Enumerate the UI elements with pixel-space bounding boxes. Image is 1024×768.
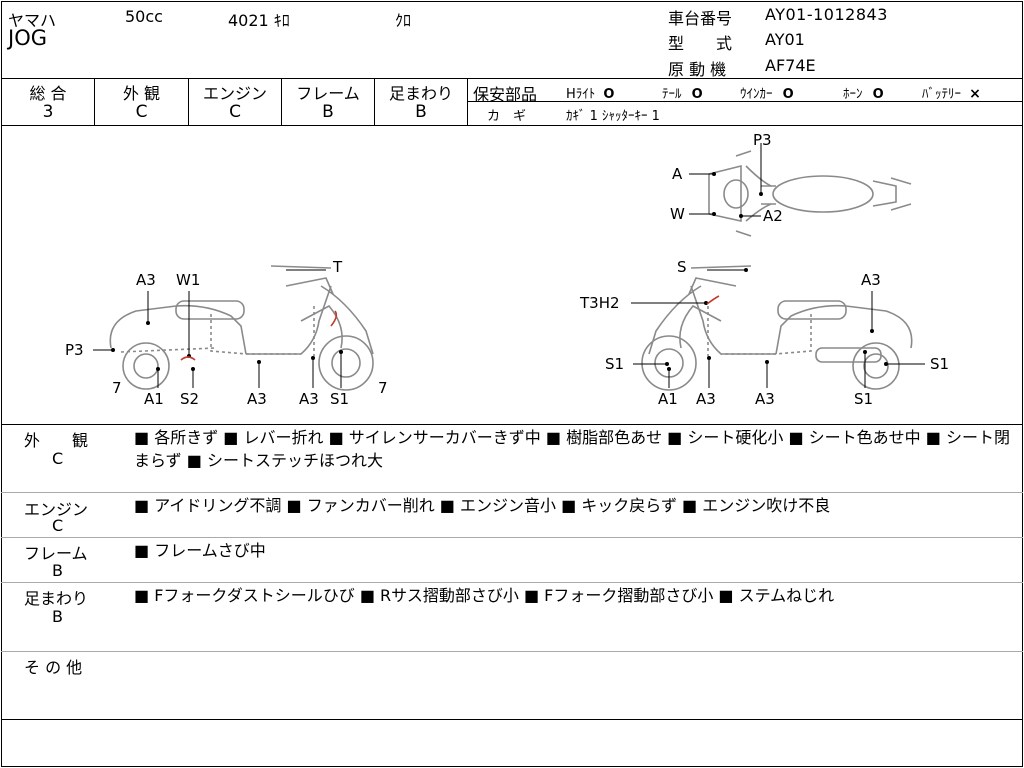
frame-no-label: 車台番号 (668, 9, 733, 28)
diagram-label: 7 (378, 379, 388, 397)
divider (188, 78, 189, 125)
mileage: 4021 ｷﾛ (228, 11, 290, 30)
grade-header-frame: フレーム (296, 84, 360, 103)
safety-item-label: ﾎｰﾝ (843, 87, 863, 102)
divider (1, 78, 1023, 79)
grade-exterior: C (135, 102, 148, 122)
detail-grade: B (52, 607, 63, 626)
detail-text: ■ 各所きず ■ レバー折れ ■ サイレンサーカバーきず中 ■ 樹脂部色あせ ■… (134, 428, 1010, 470)
divider (1, 582, 1023, 583)
detail-grade: C (52, 516, 64, 535)
safety-item-label: ｳｲﾝｶｰ (740, 87, 773, 102)
divider (1, 719, 1023, 720)
grade-frame: B (322, 102, 334, 122)
divider (1, 125, 1023, 126)
damage-diagram: A3 W1 T P3 7 A1 S2 A3 A3 S1 7 S A3 T3H2 … (65, 131, 949, 408)
divider (1, 651, 1023, 652)
detail-category: 足まわり (24, 589, 89, 608)
detail-text: ■ Fフォークダストシールひび ■ Rサス摺動部さび小 ■ Fフォーク摺動部さび… (134, 586, 835, 605)
safety-item-tail: ﾃｰﾙ O (662, 83, 703, 102)
grade-engine: C (229, 102, 241, 122)
safety-item-battery: ﾊﾞｯﾃﾘｰ × (922, 83, 981, 102)
diagram-label: A3 (861, 271, 881, 289)
detail-category: 外 観 (24, 431, 89, 450)
detail-text: ■ フレームさび中 (134, 541, 266, 560)
diagram-label: 7 (112, 379, 122, 397)
diagram-label: P3 (753, 131, 772, 149)
scooter-top-view (708, 150, 912, 237)
diagram-label: S1 (605, 355, 624, 373)
key-value: ｶｷﾞ 1 ｼｬｯﾀｰｷｰ 1 (566, 109, 660, 124)
safety-item-label: Hﾗｲﾄ (566, 87, 596, 102)
safety-item-winker: ｳｲﾝｶｰ O (740, 83, 794, 102)
grade-header-overall: 総 合 (29, 84, 67, 103)
safety-title: 保安部品 (473, 85, 538, 104)
diagram-label: S1 (854, 390, 873, 408)
detail-category: フレーム (24, 544, 88, 563)
diagram-label: T (332, 258, 343, 276)
engine-value: AF74E (765, 56, 816, 75)
grade-suspension: B (415, 102, 427, 122)
type-label: 型 式 (668, 34, 733, 53)
scooter-side-left (109, 265, 374, 391)
divider (467, 78, 468, 125)
divider (281, 78, 282, 125)
detail-grade: C (52, 449, 64, 468)
engine-label: 原 動 機 (668, 60, 727, 79)
diagram-label: W1 (176, 271, 200, 289)
model-name: JOG (8, 26, 47, 50)
diagram-label: S1 (930, 355, 949, 373)
diagram-label: A3 (136, 271, 156, 289)
diagram-label: A1 (144, 390, 164, 408)
type-value: AY01 (765, 30, 805, 49)
cross-icon: × (969, 86, 981, 102)
circle-icon: O (782, 87, 794, 102)
diagram-label: A3 (247, 390, 267, 408)
detail-category: そ の 他 (24, 658, 83, 677)
safety-item-horn: ﾎｰﾝ O (843, 83, 884, 102)
diagram-label: T3H2 (579, 294, 620, 312)
safety-item-label: ﾃｰﾙ (662, 87, 682, 102)
detail-grade: B (52, 561, 63, 580)
divider (468, 101, 1023, 102)
divider (374, 78, 375, 125)
diagram-label: A3 (755, 390, 775, 408)
diagram-label: W (670, 205, 685, 223)
circle-icon: O (691, 87, 703, 102)
grade-header-engine: エンジン (202, 84, 267, 103)
diagram-label: A2 (763, 207, 783, 225)
diagram-label: S1 (330, 390, 349, 408)
maker: ヤマハ (8, 11, 57, 30)
grade-header-exterior: 外 観 (122, 84, 161, 103)
diagram-label: A1 (658, 390, 678, 408)
diagram-label: S (677, 258, 687, 276)
color: ｸﾛ (395, 11, 412, 30)
circle-icon: O (872, 87, 884, 102)
diagram-label: A (672, 165, 683, 183)
circle-icon: O (603, 87, 615, 102)
diagram-label: P3 (65, 341, 84, 359)
divider (94, 78, 95, 125)
divider (1, 492, 1023, 493)
frame-no: AY01-1012843 (765, 5, 888, 24)
key-label: カ ギ (487, 109, 527, 124)
divider (1, 424, 1023, 425)
diagram-label: S2 (180, 390, 199, 408)
diagram-label: A3 (696, 390, 716, 408)
displacement: 50cc (125, 7, 163, 26)
safety-item-label: ﾊﾞｯﾃﾘｰ (922, 87, 961, 102)
safety-item-headlight: Hﾗｲﾄ O (566, 83, 614, 102)
grade-header-suspension: 足まわり (388, 84, 453, 103)
diagram-label: A3 (299, 390, 319, 408)
detail-category: エンジン (24, 500, 89, 519)
grade-overall: 3 (42, 102, 54, 122)
detail-text: ■ アイドリング不調 ■ ファンカバー削れ ■ エンジン音小 ■ キック戻らず … (134, 496, 831, 515)
divider (1, 537, 1023, 538)
scooter-side-right (641, 265, 913, 391)
